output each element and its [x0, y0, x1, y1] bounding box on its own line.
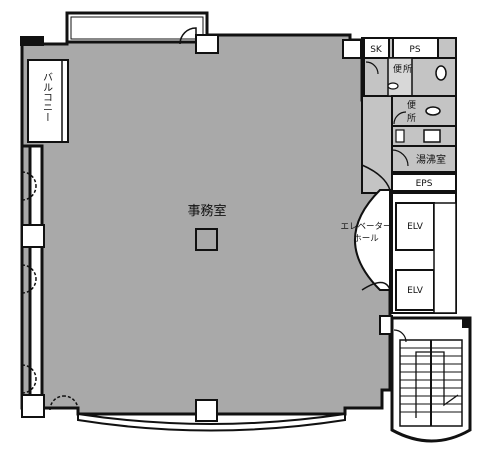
kitchenette	[391, 145, 457, 173]
kitchenette-door	[391, 149, 409, 167]
elevator-hall-line1: エレベーター	[340, 222, 391, 232]
kitchenette-label: 湯沸室	[416, 153, 446, 166]
column	[342, 39, 362, 59]
balcony-label: バルコニー	[41, 72, 53, 122]
office-label: 事務室	[187, 203, 226, 219]
ps-label: PS	[409, 45, 420, 55]
stair-arrow	[415, 351, 459, 418]
toilet-b-char1: 便	[407, 99, 416, 111]
column	[379, 315, 393, 335]
stair-treads	[400, 340, 462, 426]
elevator-lower-label: ELV	[407, 286, 424, 296]
toilet-b-fixture	[425, 106, 441, 116]
top-door	[179, 27, 197, 45]
sk-label: SK	[370, 45, 383, 55]
elevator-lower	[395, 269, 435, 311]
office-floor	[20, 33, 392, 416]
toilet-a-char1: 便	[393, 63, 402, 75]
left-doors	[21, 171, 79, 411]
elevator-hall	[354, 189, 391, 291]
toilet-b-door	[393, 111, 407, 125]
column	[195, 34, 219, 54]
toilet-a-fixture	[435, 65, 447, 81]
elevator-upper-label: ELV	[407, 222, 424, 232]
column	[195, 228, 218, 251]
bottom-facade	[77, 412, 346, 432]
column	[195, 399, 218, 422]
eps-room	[391, 173, 457, 192]
toilet-b-char2: 所	[407, 113, 416, 124]
toilet-a-char2: 所	[403, 64, 412, 75]
sink-a	[387, 82, 399, 90]
eps-label: EPS	[416, 179, 433, 189]
toilet-b	[391, 95, 457, 127]
elevator-hall-line2: ホール	[353, 234, 379, 244]
toilet-a-door	[365, 61, 379, 75]
